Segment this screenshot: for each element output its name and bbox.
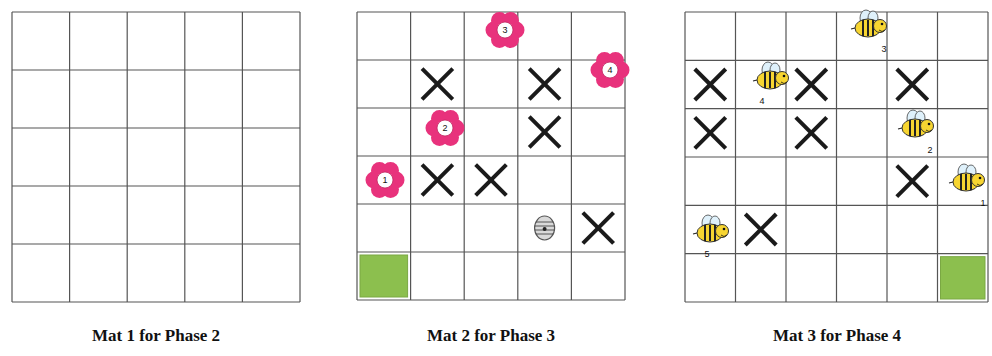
flower <box>591 52 630 88</box>
grid-mat <box>12 12 300 302</box>
bee-number: 4 <box>759 97 764 106</box>
flower-number: 1 <box>382 176 387 185</box>
bee <box>753 62 789 89</box>
blocked-x <box>695 117 726 148</box>
grid-mat <box>357 12 625 300</box>
mat-caption: Mat 1 for Phase 2 <box>92 326 220 346</box>
grid-mat <box>685 12 988 302</box>
blocked-x <box>745 214 776 245</box>
bee <box>949 164 985 191</box>
blocked-x <box>476 165 507 196</box>
mat-caption: Mat 2 for Phase 3 <box>427 326 555 346</box>
blocked-x <box>529 117 560 148</box>
flower-number: 2 <box>442 124 447 133</box>
blocked-x <box>897 69 928 100</box>
blocked-x <box>897 166 928 197</box>
blocked-x <box>796 69 827 100</box>
flower-number: 3 <box>502 26 507 35</box>
start-square <box>360 255 408 297</box>
flower <box>486 12 525 48</box>
mat-caption: Mat 3 for Phase 4 <box>773 326 901 346</box>
beehive <box>535 216 555 240</box>
bee <box>693 215 729 242</box>
bee-number: 5 <box>704 250 709 259</box>
blocked-x <box>695 69 726 100</box>
flower <box>426 110 465 146</box>
bee <box>851 10 887 37</box>
blocked-x <box>583 213 614 244</box>
blocked-x <box>422 165 453 196</box>
blocked-x <box>422 69 453 100</box>
flower <box>366 162 405 198</box>
blocked-x <box>796 117 827 148</box>
blocked-x <box>529 69 560 100</box>
bee-number: 2 <box>927 146 932 155</box>
bee <box>898 110 934 137</box>
start-square <box>941 257 986 299</box>
bee-number: 1 <box>980 199 985 208</box>
bee-number: 3 <box>881 45 886 54</box>
flower-number: 4 <box>607 66 612 75</box>
